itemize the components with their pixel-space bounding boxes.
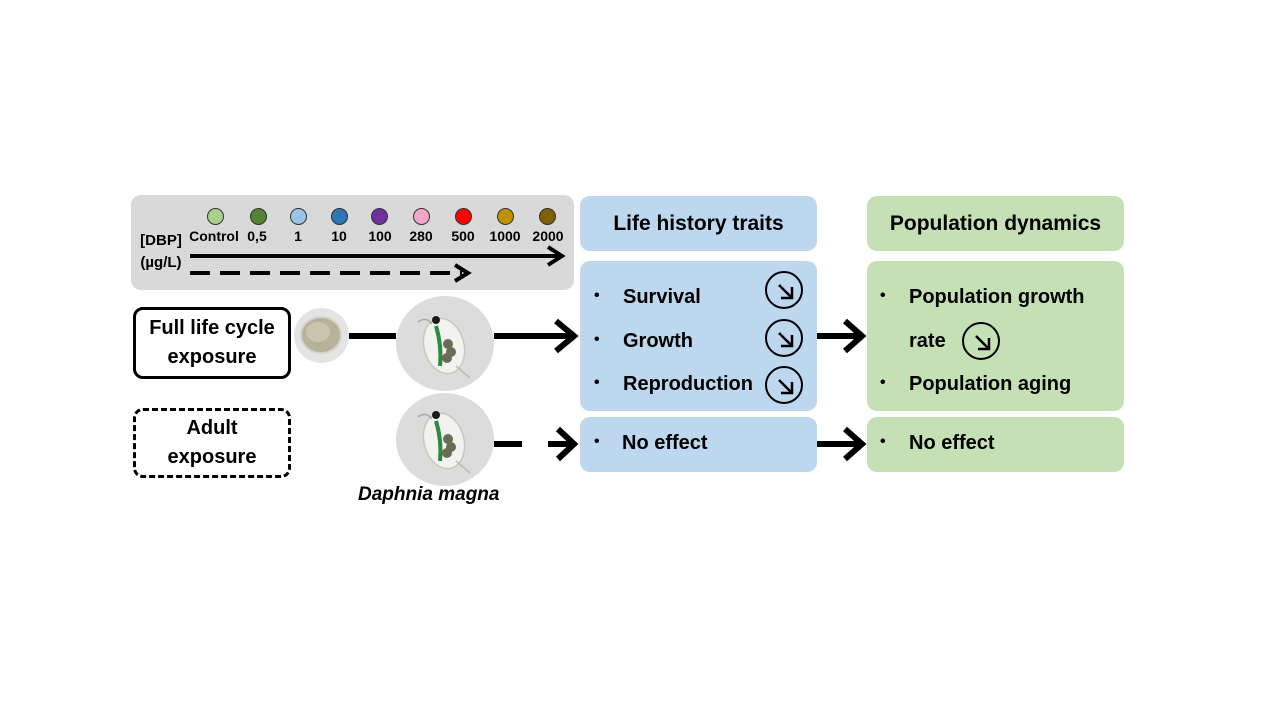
bullet: • bbox=[880, 433, 886, 450]
daphnia-image-adult bbox=[396, 393, 494, 486]
legend-dot-control bbox=[207, 208, 224, 225]
legend-dot-10 bbox=[331, 208, 348, 225]
legend-dot-280 bbox=[413, 208, 430, 225]
egg-icon bbox=[300, 316, 342, 354]
concentration-label: 100 bbox=[368, 228, 392, 244]
bullet: • bbox=[880, 374, 886, 391]
decrease-arrow-icon bbox=[962, 322, 1000, 360]
population-title-box: Population dynamics bbox=[867, 196, 1124, 251]
legend-dot-1000 bbox=[497, 208, 514, 225]
unit-label: (µg/L) bbox=[140, 254, 182, 271]
bullet: • bbox=[594, 331, 600, 348]
population-growth-rate-continuation: rate bbox=[909, 330, 946, 352]
concentration-label: 10 bbox=[331, 228, 347, 244]
population-aging: Population aging bbox=[909, 373, 1072, 395]
adult-exposure-box: Adult exposure bbox=[133, 408, 291, 478]
concentration-label: 0,5 bbox=[247, 228, 267, 244]
population-growth-rate: Population growth bbox=[909, 286, 1085, 308]
life-history-title: Life history traits bbox=[613, 211, 784, 235]
decrease-arrow-icon bbox=[765, 271, 803, 309]
arrow-head bbox=[843, 318, 867, 354]
arrow-head bbox=[554, 318, 579, 354]
concentration-label: 280 bbox=[409, 228, 433, 244]
concentration-label: Control bbox=[189, 228, 239, 244]
bullet: • bbox=[594, 433, 600, 450]
concentration-label: 1 bbox=[294, 228, 302, 244]
exposure-label: exposure bbox=[167, 446, 257, 468]
daphnia-image-full bbox=[396, 296, 494, 391]
concentration-label: 2000 bbox=[532, 228, 564, 244]
population-adult-box bbox=[867, 417, 1124, 472]
daphnia-icon bbox=[417, 411, 471, 474]
concentration-label: 500 bbox=[451, 228, 475, 244]
bullet: • bbox=[594, 287, 600, 304]
life-history-title-box: Life history traits bbox=[580, 196, 817, 251]
full-life-cycle-exposure-box: Full life cycle exposure bbox=[133, 307, 291, 379]
adult-trait-no-effect: No effect bbox=[622, 432, 708, 454]
decrease-arrow-icon bbox=[765, 366, 803, 404]
species-label: Daphnia magna bbox=[358, 484, 500, 505]
legend-dot-500 bbox=[455, 208, 472, 225]
bullet: • bbox=[594, 374, 600, 391]
trait-survival: Survival bbox=[623, 286, 701, 308]
exposure-label: Full life cycle bbox=[149, 317, 275, 339]
legend-dot-2000 bbox=[539, 208, 556, 225]
egg-image bbox=[294, 308, 349, 363]
bullet: • bbox=[880, 287, 886, 304]
population-title: Population dynamics bbox=[889, 211, 1102, 235]
exposure-label: exposure bbox=[167, 346, 257, 368]
trait-reproduction: Reproduction bbox=[623, 373, 753, 395]
adult-population-no-effect: No effect bbox=[909, 432, 995, 454]
legend-dot-100 bbox=[371, 208, 388, 225]
arrow-head bbox=[555, 426, 579, 462]
legend-dot-0-5 bbox=[250, 208, 267, 225]
dbp-label: [DBP] bbox=[140, 232, 182, 249]
concentration-label: 1000 bbox=[489, 228, 521, 244]
daphnia-icon bbox=[417, 316, 471, 379]
exposure-label: Adult bbox=[186, 417, 238, 439]
legend-dot-1 bbox=[290, 208, 307, 225]
decrease-arrow-icon bbox=[765, 319, 803, 357]
life-history-adult-box bbox=[580, 417, 817, 472]
trait-growth: Growth bbox=[623, 330, 693, 352]
arrow-head bbox=[843, 426, 867, 462]
dbp-unit-label: [DBP] (µg/L) bbox=[133, 230, 189, 274]
